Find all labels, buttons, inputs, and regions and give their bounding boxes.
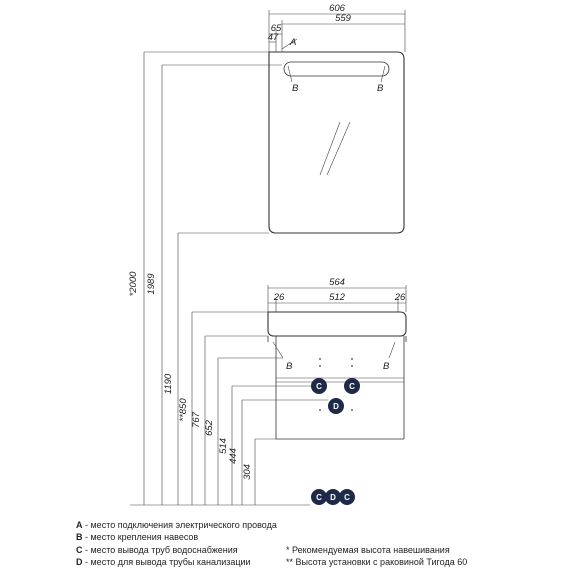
dim-mirror-47: 47 <box>268 32 279 43</box>
dim-height-652: 652 <box>204 419 215 436</box>
legend-row-c: C - место вывода труб водоснабжения <box>76 544 238 555</box>
dim-cabinet-564: 564 <box>329 277 345 288</box>
floor-marker-d: D <box>325 489 341 505</box>
floor-markers: C D C <box>311 489 355 505</box>
legend-keys: A - место подключения электрического про… <box>76 519 277 569</box>
dim-height-514: 514 <box>218 438 229 454</box>
dim-mirror-559: 559 <box>335 13 352 24</box>
cabinet-top-dimensions: 564 512 26 26 <box>267 277 407 312</box>
mirror: A B B <box>268 37 405 234</box>
dim-cabinet-26-left: 26 <box>273 292 285 303</box>
label-b-mirror-right: B <box>377 83 384 94</box>
vertical-dimensions: *2000 1989 1190 **850 767 652 514 444 30… <box>128 51 328 506</box>
floor-marker-c-right: C <box>339 489 355 505</box>
legend-note-recommended-height: * Рекомендуемая высота навешивания <box>286 544 450 555</box>
cabinet: B B C C D <box>267 311 407 440</box>
svg-text:D: D <box>333 402 339 411</box>
floor-marker-c-left: C <box>311 489 327 505</box>
svg-text:D: D <box>330 493 336 502</box>
dim-height-2000: *2000 <box>128 271 139 297</box>
marker-c-left: C <box>311 378 327 394</box>
dim-mirror-65: 65 <box>271 23 282 34</box>
legend-row-b: B - место крепления навесов <box>76 532 199 543</box>
legend-row-a: A - место подключения электрического про… <box>76 520 277 530</box>
dim-cabinet-512: 512 <box>329 292 346 303</box>
svg-text:C: C <box>316 493 322 502</box>
mirror-top-dimensions: 606 559 65 47 <box>268 3 406 52</box>
legend-note-install-height: ** Высота установки с раковиной Тигода 6… <box>286 557 468 568</box>
dim-height-767: 767 <box>191 411 202 428</box>
dim-height-1989: 1989 <box>146 273 157 295</box>
svg-text:C: C <box>316 382 322 391</box>
legend-notes: * Рекомендуемая высота навешивания ** Вы… <box>286 544 467 569</box>
label-b-cabinet-right: B <box>383 361 390 372</box>
marker-d: D <box>328 398 344 414</box>
svg-text:C: C <box>349 382 355 391</box>
legend-row-d: D - место для вывода трубы канализации <box>76 557 251 568</box>
dim-mirror-606: 606 <box>329 3 346 14</box>
dim-height-444: 444 <box>228 448 239 464</box>
dim-height-850: **850 <box>178 398 189 422</box>
label-b-mirror-left: B <box>292 83 299 94</box>
dim-cabinet-26-right: 26 <box>394 292 406 303</box>
label-a: A <box>289 37 296 48</box>
label-b-cabinet-left: B <box>286 361 293 372</box>
dim-height-1190: 1190 <box>163 373 174 394</box>
svg-text:C: C <box>344 493 350 502</box>
mirror-light-slot <box>283 61 390 77</box>
marker-c-right: C <box>344 378 360 394</box>
dim-height-304: 304 <box>242 464 253 480</box>
